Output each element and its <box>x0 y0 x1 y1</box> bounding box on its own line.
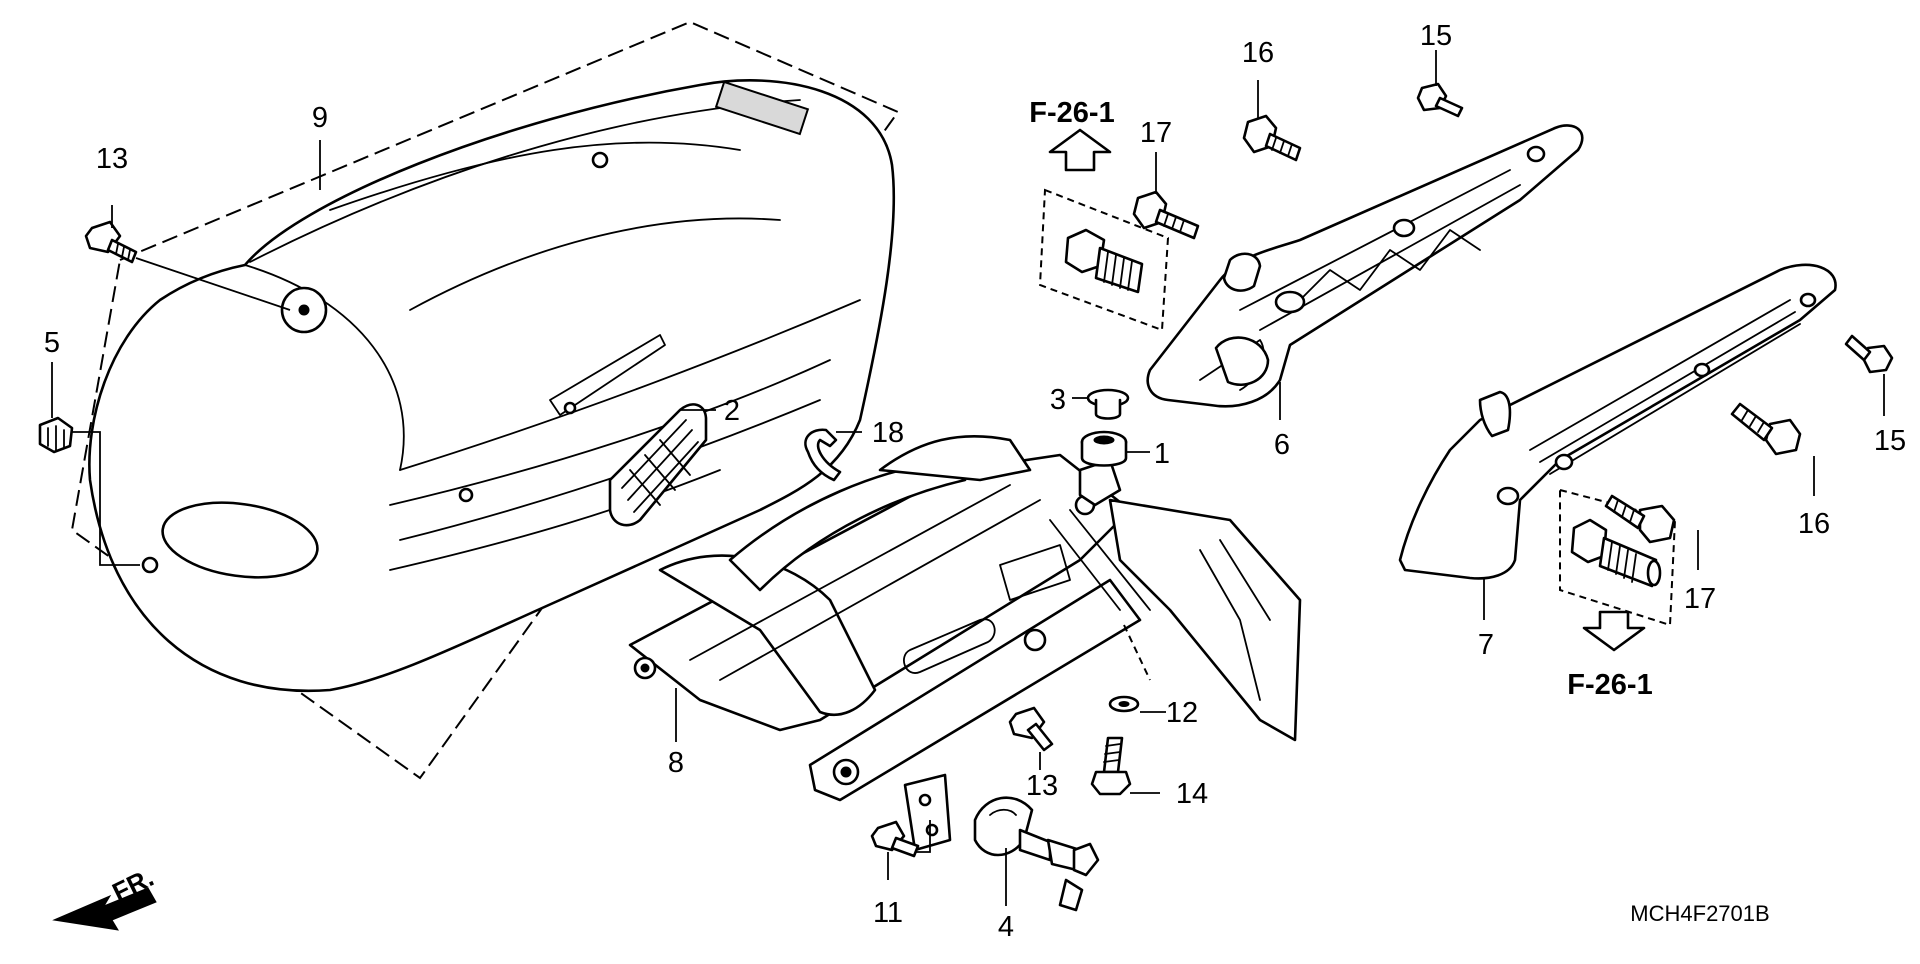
seat-cowl-mount-hole <box>141 556 159 574</box>
diagram-code: MCH4F2701B <box>1630 901 1769 926</box>
label-8: 8 <box>668 747 684 779</box>
pin-top <box>1064 228 1144 294</box>
reflector <box>608 403 708 527</box>
bolt-15-top <box>1416 82 1464 118</box>
seat-cowl-lower-edge <box>389 359 831 506</box>
label-13-upper: 13 <box>96 143 128 175</box>
seat-cowl-emblem <box>714 80 810 136</box>
nut-5 <box>38 416 74 454</box>
reference-top: F-26-1 <box>1029 97 1114 129</box>
bolt-13-upper <box>84 220 138 264</box>
bolt-15-bottom <box>1844 334 1894 374</box>
pin-box-top <box>1038 188 1170 332</box>
clip-18 <box>804 428 842 482</box>
seat-cowl-side-line <box>399 299 861 471</box>
label-15-bottom: 15 <box>1874 425 1906 457</box>
label-1: 1 <box>1154 438 1170 470</box>
bolt-13-lower <box>1008 706 1054 752</box>
label-2: 2 <box>724 395 740 427</box>
grommet-1 <box>1080 430 1128 467</box>
label-16-top: 16 <box>1242 37 1274 69</box>
rear-fender-frame <box>628 434 1302 852</box>
seat-cowl-screw-hole <box>458 487 474 503</box>
seat-cowl-groove <box>329 141 741 211</box>
bolt-14 <box>1090 736 1132 796</box>
reference-bottom: F-26-1 <box>1567 669 1652 701</box>
seat-cowl-screw-hole-2 <box>563 401 577 415</box>
label-13-lower: 13 <box>1026 770 1058 802</box>
label-9: 9 <box>312 102 328 134</box>
label-6: 6 <box>1274 429 1290 461</box>
label-5: 5 <box>44 327 60 359</box>
label-11: 11 <box>873 897 903 929</box>
label-17-top: 17 <box>1140 117 1172 149</box>
seat-lock-4 <box>973 796 1100 912</box>
label-4: 4 <box>998 911 1014 943</box>
seat-cowl-top-ridge <box>244 264 405 471</box>
leader-5-to-cowl <box>72 431 140 566</box>
front-direction-arrow <box>52 887 157 931</box>
leader-13-upper-to-grommet <box>135 257 291 311</box>
label-3: 3 <box>1050 384 1066 416</box>
leader-11 <box>916 820 931 853</box>
collar-3 <box>1086 388 1130 420</box>
seat-cowl-side-opening <box>161 501 319 579</box>
label-15-top: 15 <box>1420 20 1452 52</box>
bolt-16-top <box>1242 114 1302 162</box>
seat-cowl-side-panel <box>549 334 666 416</box>
label-16-bottom: 16 <box>1798 508 1830 540</box>
bolt-16-bottom <box>1730 402 1802 456</box>
ref-arrow-up <box>1048 128 1112 172</box>
label-7: 7 <box>1478 629 1494 661</box>
label-17-bottom: 17 <box>1684 583 1716 615</box>
leader-12-dashed <box>1123 624 1151 681</box>
bolt-11 <box>870 820 920 858</box>
seat-cowl-groove-2 <box>409 217 781 311</box>
washer-12 <box>1108 695 1140 713</box>
bolt-17-bottom <box>1604 494 1676 544</box>
grab-rail-7 <box>1398 263 1837 580</box>
bolt-17-top <box>1132 190 1200 240</box>
seat-cowl-hole <box>591 151 609 169</box>
label-18: 18 <box>872 417 904 449</box>
seat-cowl-group <box>70 20 900 780</box>
pin-bottom <box>1570 518 1662 588</box>
label-14: 14 <box>1176 778 1208 810</box>
grab-rail-6 <box>1146 124 1584 408</box>
ref-arrow-down <box>1582 610 1646 652</box>
label-12: 12 <box>1166 697 1198 729</box>
pin-box-bottom <box>1559 488 1677 627</box>
seat-cowl-grommet-hole <box>298 304 310 316</box>
